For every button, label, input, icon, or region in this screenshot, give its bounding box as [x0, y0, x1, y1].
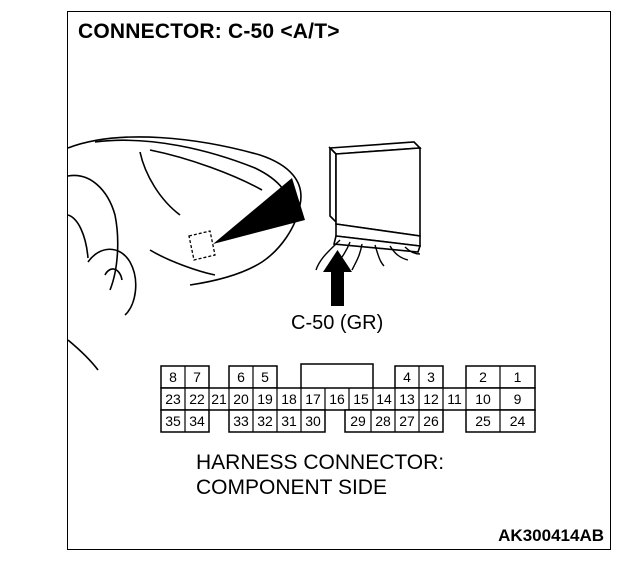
pin-32: 32 — [257, 413, 273, 429]
pin-15: 15 — [353, 391, 369, 407]
pin-7: 7 — [193, 369, 201, 385]
pin-27: 27 — [399, 413, 415, 429]
callout-wedge — [213, 178, 305, 244]
pin-2: 2 — [479, 369, 487, 385]
pin-34: 34 — [189, 413, 205, 429]
pin-26: 26 — [423, 413, 439, 429]
pin-25: 25 — [475, 413, 491, 429]
pin-14: 14 — [376, 391, 392, 407]
pin-19: 19 — [257, 391, 273, 407]
pin-22: 22 — [189, 391, 205, 407]
pin-30: 30 — [305, 413, 321, 429]
pin-31: 31 — [281, 413, 297, 429]
pin-17: 17 — [305, 391, 321, 407]
key-slot — [300, 363, 374, 391]
caption-line-2: COMPONENT SIDE — [196, 476, 387, 499]
caption-line-1: HARNESS CONNECTOR: — [196, 451, 445, 474]
figure-code: AK300414AB — [498, 526, 604, 545]
pin-5: 5 — [261, 369, 269, 385]
diagram-title: CONNECTOR: C-50 <A/T> — [78, 20, 340, 43]
connector-label: C-50 (GR) — [291, 312, 384, 334]
pin-33: 33 — [233, 413, 249, 429]
pin-23: 23 — [165, 391, 181, 407]
pin-3: 3 — [427, 369, 435, 385]
pin-29: 29 — [350, 413, 366, 429]
ecu-location-marker — [188, 230, 216, 261]
dashboard-outline — [67, 136, 302, 371]
pin-11: 11 — [447, 391, 462, 407]
pin-4: 4 — [403, 369, 411, 385]
pin-35: 35 — [165, 413, 181, 429]
pin-24: 24 — [509, 413, 526, 429]
pin-6: 6 — [237, 369, 245, 385]
pin-10: 10 — [475, 391, 491, 407]
pin-13: 13 — [399, 391, 415, 407]
pin-28: 28 — [375, 413, 391, 429]
pointer-arrow — [323, 250, 352, 306]
pin-12: 12 — [423, 391, 439, 407]
pin-9: 9 — [513, 391, 522, 407]
ecu-module — [328, 141, 422, 253]
pin-16: 16 — [329, 391, 345, 407]
pin-1: 1 — [513, 369, 522, 385]
pin-8: 8 — [169, 369, 177, 385]
pin-20: 20 — [233, 391, 249, 407]
pin-18: 18 — [281, 391, 297, 407]
pin-21: 21 — [211, 391, 227, 407]
